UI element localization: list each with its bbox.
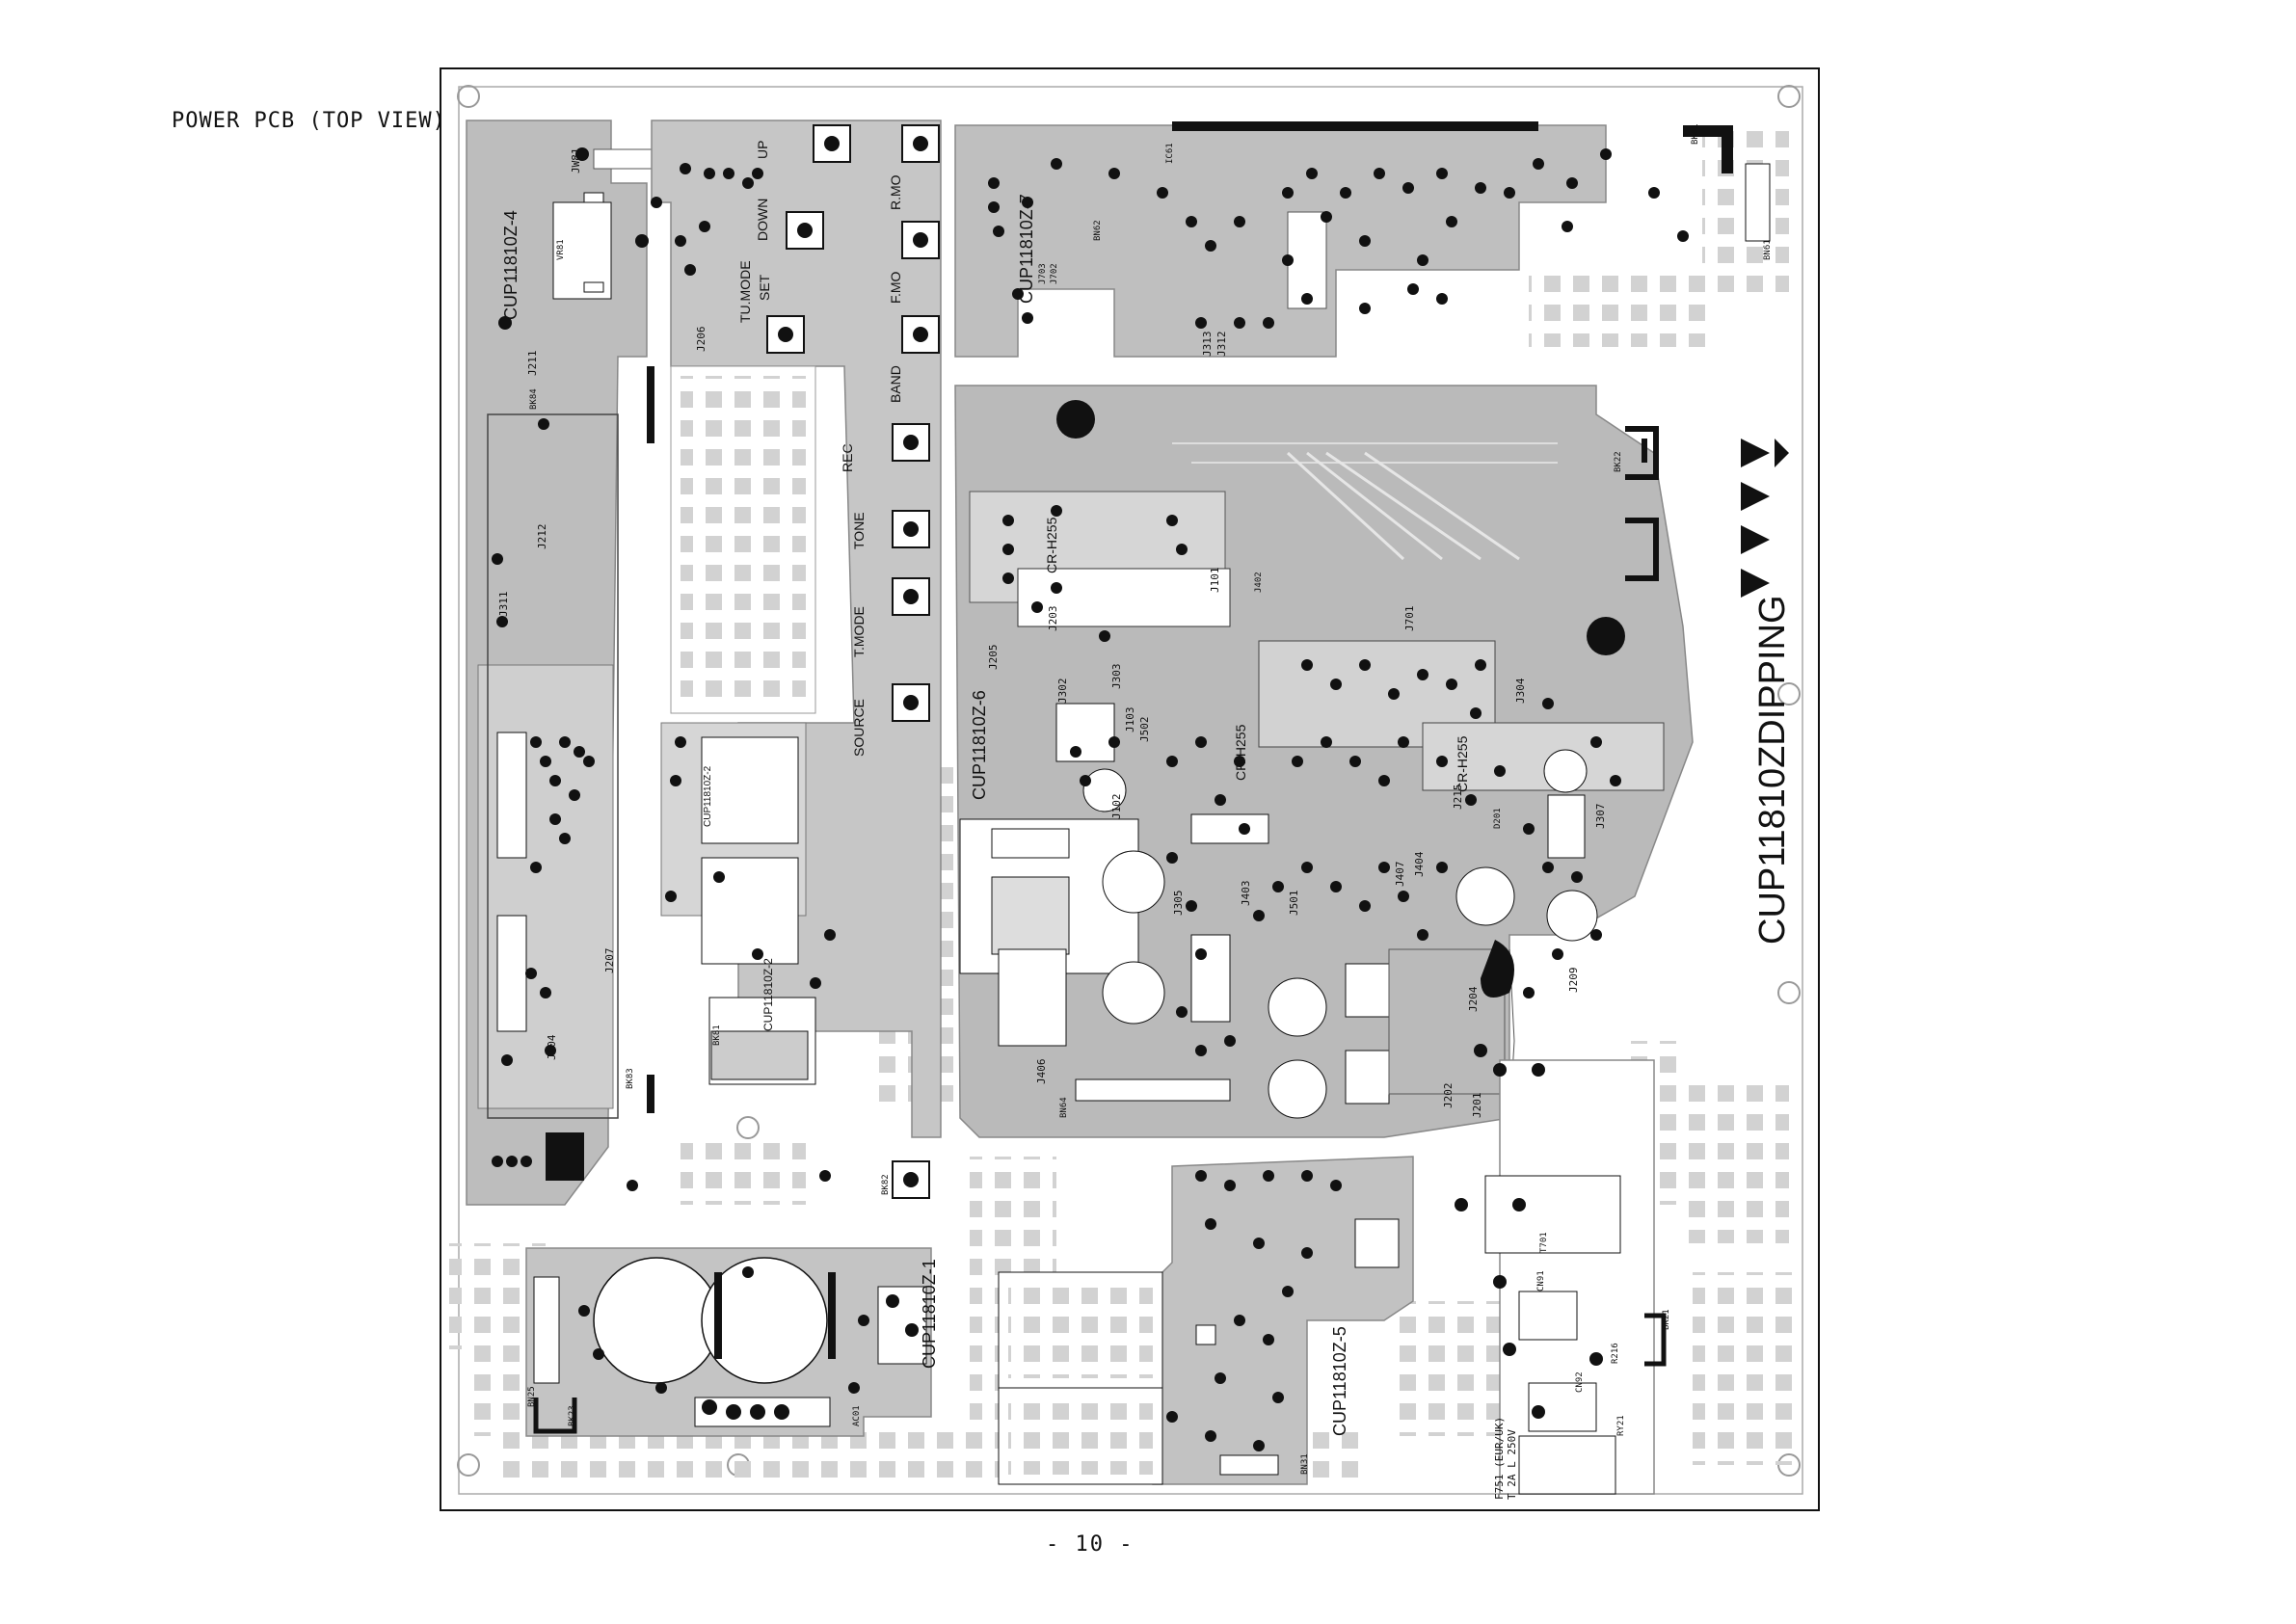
board-label-z2: CUP11810Z-2	[703, 765, 713, 827]
ref-bn62: BN62	[1093, 220, 1103, 241]
ref-bn31: BN31	[1300, 1453, 1310, 1475]
ref-bk83: BK83	[626, 1068, 635, 1089]
board-label-z7: CUP11810Z-7	[1017, 194, 1036, 304]
ref-ry21: RY21	[1616, 1415, 1626, 1436]
ref-j215: J215	[1452, 785, 1464, 811]
label-tone: TONE	[851, 512, 867, 549]
ref-cn92: CN92	[1575, 1371, 1585, 1393]
power-pcb-drawing: CUP11810Z-4 CUP11810Z-7 CUP11810Z-6 CUP1…	[440, 67, 1822, 1513]
label-fuse: F751 (EUR/UK)	[1493, 1417, 1506, 1500]
ref-bn64: BN64	[1059, 1097, 1069, 1118]
ref-j406: J406	[1035, 1059, 1048, 1085]
label-set: SET	[757, 274, 772, 301]
ref-j702: J702	[1050, 263, 1059, 284]
label-rec: REC	[840, 443, 855, 472]
ref-j104: J104	[546, 1034, 558, 1060]
ref-bk23: BK23	[568, 1405, 577, 1426]
label-source: SOURCE	[851, 699, 867, 757]
ref-t701: T701	[1539, 1232, 1549, 1253]
ref-j501: J501	[1288, 891, 1300, 917]
board-label-z6: CUP11810Z-6	[970, 690, 989, 800]
ref-bk21: BK21	[1662, 1309, 1671, 1330]
ref-j502: J502	[1138, 717, 1151, 743]
ref-j303: J303	[1110, 664, 1123, 690]
ref-j205: J205	[987, 645, 1000, 671]
ref-j211: J211	[526, 351, 539, 377]
ref-j311: J311	[497, 592, 510, 618]
ref-j206: J206	[695, 327, 707, 353]
ref-j209: J209	[1567, 968, 1580, 994]
ref-j202: J202	[1442, 1083, 1455, 1109]
ref-j312: J312	[1215, 332, 1228, 358]
ref-vr81: VR81	[556, 239, 566, 260]
ref-bn25: BN25	[527, 1386, 537, 1407]
label-f-mo: F.MO	[888, 271, 903, 304]
ref-ic61: IC61	[1165, 143, 1175, 164]
ref-j305: J305	[1172, 891, 1185, 917]
label-up: UP	[755, 141, 770, 159]
label-cr-h255-a: CR-H255	[1044, 517, 1059, 573]
board-label-z2-b: CUP11810Z-2	[761, 958, 775, 1031]
ref-j304: J304	[1514, 678, 1527, 704]
label-r-mo: R.MO	[888, 174, 903, 210]
ref-bk84: BK84	[529, 388, 539, 410]
ref-j102: J102	[1110, 794, 1123, 820]
ref-j302: J302	[1056, 679, 1069, 705]
ref-j404: J404	[1413, 851, 1426, 877]
ref-jw81: JW81	[570, 148, 582, 174]
ref-j101: J101	[1209, 568, 1221, 594]
board-label-dipping: CUP11810ZDIPPING	[1752, 595, 1793, 945]
ref-bn61: BN61	[1763, 239, 1773, 260]
ref-j313: J313	[1201, 332, 1214, 358]
ref-bk61: BK61	[1691, 123, 1700, 145]
ref-bk81: BK81	[712, 1025, 722, 1046]
board-label-z1: CUP11810Z-1	[920, 1259, 939, 1369]
label-down: DOWN	[755, 199, 770, 241]
label-cr-h255-b: CR-H255	[1233, 724, 1248, 781]
page-number: - 10 -	[1046, 1532, 1135, 1557]
ref-bk82: BK82	[881, 1174, 891, 1195]
ref-j703: J703	[1038, 263, 1048, 284]
ref-j402: J402	[1254, 572, 1264, 593]
ref-r216: R216	[1611, 1343, 1620, 1364]
ref-j204: J204	[1467, 986, 1480, 1012]
ref-d201: D201	[1493, 808, 1503, 829]
ref-j103: J103	[1124, 707, 1136, 733]
ref-j407: J407	[1394, 862, 1406, 888]
ref-j201: J201	[1471, 1093, 1483, 1119]
label-tu-mode: TU.MODE	[737, 260, 753, 323]
ref-j207: J207	[603, 948, 616, 974]
label-cr-h255-c: CR-H255	[1455, 735, 1470, 792]
diagram-caption: POWER PCB (TOP VIEW)	[172, 109, 446, 133]
ref-j203: J203	[1047, 606, 1059, 632]
ref-cn91: CN91	[1536, 1270, 1546, 1291]
ref-bk22: BK22	[1614, 451, 1623, 472]
label-t-mode: T.MODE	[851, 606, 867, 657]
ref-j403: J403	[1240, 881, 1252, 907]
ref-j307: J307	[1594, 804, 1607, 830]
ref-ac01: AC01	[852, 1405, 862, 1426]
board-label-z4: CUP11810Z-4	[501, 210, 521, 320]
ref-j212: J212	[536, 524, 548, 550]
label-band: BAND	[888, 365, 903, 403]
label-fuse-rating: T 2A L 250V	[1506, 1429, 1518, 1500]
ref-j701: J701	[1403, 606, 1416, 632]
board-label-z5: CUP11810Z-5	[1330, 1326, 1349, 1436]
